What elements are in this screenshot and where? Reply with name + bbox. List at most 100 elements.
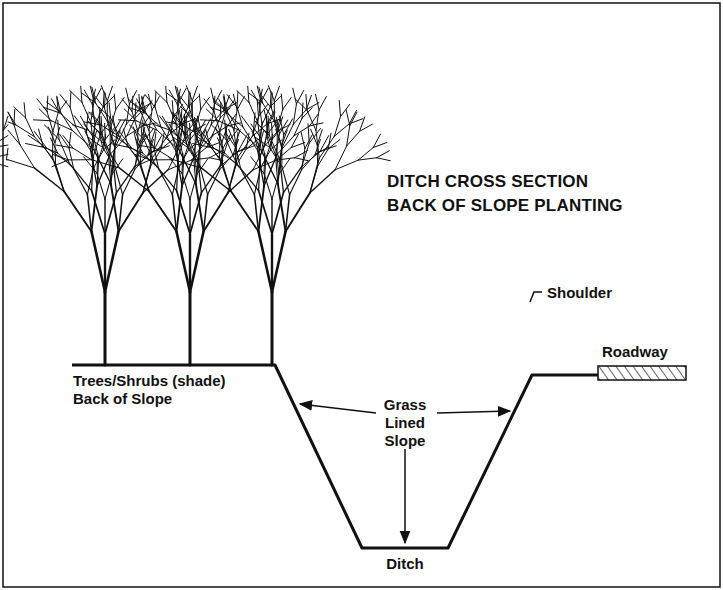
tree-branch	[274, 86, 279, 100]
tree-branch	[0, 160, 8, 167]
tree-branch	[143, 120, 144, 139]
tree-branch	[253, 113, 255, 132]
tree-branch	[280, 116, 284, 135]
tree-branch	[308, 124, 309, 143]
tree-branch	[227, 95, 237, 108]
tree-branch	[328, 139, 340, 148]
tree-branch	[227, 112, 239, 130]
tree-branch	[45, 125, 59, 139]
tree-branch	[236, 163, 258, 190]
tree-branch	[172, 195, 176, 232]
tree-branch	[346, 110, 350, 126]
ditch-arrow	[404, 449, 406, 543]
tree-branch	[192, 101, 193, 122]
tree-branch	[126, 88, 130, 104]
tree-branch	[212, 125, 226, 139]
tree-branch	[142, 96, 146, 112]
slope-arrow	[300, 404, 376, 413]
tree-branch	[263, 153, 265, 173]
tree-branch	[122, 99, 132, 112]
tree-branch	[373, 142, 387, 147]
tree-branch	[340, 104, 349, 116]
tree-branch	[295, 99, 307, 111]
tree-branch	[320, 146, 336, 152]
tree-branch	[251, 157, 264, 173]
tree-branch	[241, 116, 253, 132]
tree-branch	[181, 107, 193, 118]
tree-branch	[237, 92, 239, 107]
tree-branch	[258, 231, 272, 292]
tree-branch	[189, 199, 190, 234]
tree-branch	[272, 193, 283, 234]
tree-branch	[119, 132, 131, 148]
tree-branch	[248, 86, 249, 102]
tree-branch	[335, 146, 347, 170]
tree-branch	[259, 157, 260, 190]
tree-branch	[97, 173, 105, 199]
tree-branch	[237, 90, 249, 102]
tree-branch	[73, 148, 91, 160]
tree-branch	[155, 92, 157, 107]
tree-branch	[286, 195, 290, 232]
diagram-title: DITCH CROSS SECTION BACK OF SLOPE PLANTI…	[387, 170, 624, 218]
tree-branch	[58, 120, 59, 139]
tree-branch	[181, 125, 187, 145]
tree-branch	[347, 131, 360, 146]
tree-branch	[274, 101, 275, 122]
tree-branch	[6, 148, 8, 160]
tree-branch	[162, 116, 170, 130]
shoulder-leader	[530, 292, 542, 302]
tree-branch	[102, 135, 112, 159]
tree-branch	[0, 145, 8, 148]
tree-branch	[155, 148, 173, 160]
tree-branch	[64, 192, 91, 232]
tree-branch	[91, 112, 101, 125]
tree-branch	[264, 173, 272, 199]
tree-branch	[318, 149, 329, 166]
tree-branch	[107, 86, 112, 100]
ditch-profile	[72, 365, 598, 548]
tree-branch	[187, 144, 202, 168]
tree-branch	[319, 97, 326, 110]
tree-branch	[177, 191, 190, 234]
tree-branch	[119, 193, 143, 232]
tree-branch	[134, 154, 150, 160]
tree-branch	[339, 101, 340, 117]
tree-branch	[259, 87, 263, 103]
tree-branch	[0, 135, 8, 148]
tree-branch	[259, 191, 272, 234]
tree-branch	[310, 166, 318, 192]
tree-branch	[227, 134, 236, 148]
tree-branch	[295, 158, 308, 161]
tree-branch	[186, 86, 192, 101]
tree-branch	[177, 87, 181, 103]
tree-branch	[266, 114, 267, 133]
tree-branch	[253, 132, 260, 157]
tree-branch	[81, 86, 82, 102]
roadway-label: Roadway	[602, 343, 668, 361]
tree-branch	[306, 103, 319, 110]
tree-branch	[335, 160, 358, 170]
tree-branch	[271, 292, 274, 365]
tree-branch	[145, 134, 154, 148]
tree-branch	[271, 199, 272, 234]
tree-branch	[105, 174, 112, 199]
tree-branch	[241, 169, 255, 195]
frame	[3, 3, 720, 587]
tree-branch	[315, 94, 319, 110]
tree-branch	[281, 94, 282, 109]
tree-branch	[14, 125, 20, 145]
tree-branch	[181, 153, 183, 173]
tree-branch	[190, 193, 201, 234]
tree-branch	[159, 169, 173, 195]
tree-branch	[145, 112, 157, 130]
tree-branch	[277, 154, 279, 174]
tree-branch	[192, 86, 197, 100]
tree-branch	[14, 107, 26, 118]
tree-branch	[191, 103, 192, 118]
tree-branch	[186, 116, 187, 135]
ditch-label: Ditch	[386, 555, 424, 573]
tree-branch	[52, 154, 68, 160]
tree-branch	[283, 167, 301, 193]
tree-branch	[201, 132, 213, 148]
